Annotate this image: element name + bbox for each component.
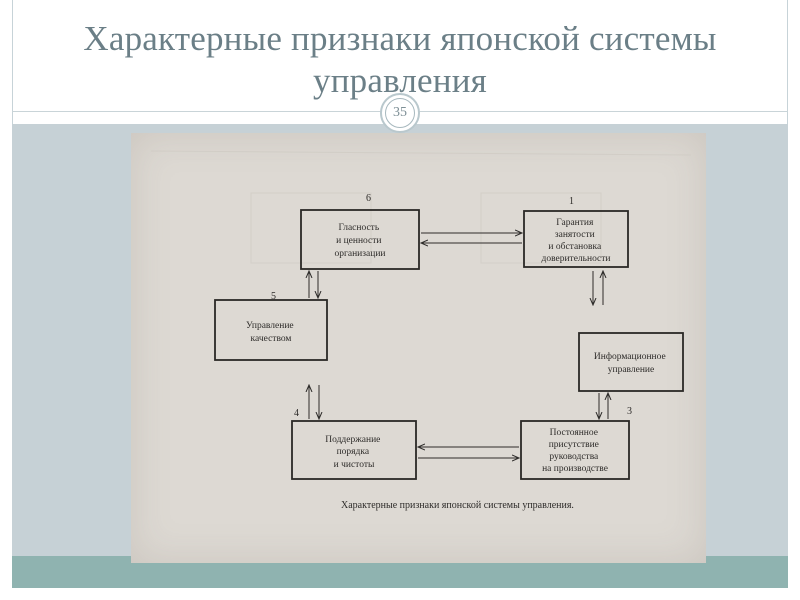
box-glasnost-line-3: организации xyxy=(334,249,385,259)
arrows-6-1 xyxy=(421,233,522,243)
arrows-3-4 xyxy=(418,447,519,458)
box-information-management xyxy=(578,332,684,392)
box-quality-management xyxy=(214,299,328,361)
slide-title: Характерные признаки японской системы уп… xyxy=(83,19,717,100)
label-number-4: 4 xyxy=(294,408,299,419)
box-quality-line-1: Управление xyxy=(246,321,294,331)
box-employment-guarantee xyxy=(523,210,629,268)
label-number-1: 1 xyxy=(569,196,574,207)
box-management-presence-text: Постоянное присутствие руководства на пр… xyxy=(542,428,608,474)
box-employment-line-4: доверительности xyxy=(541,254,610,264)
box-glasnost-line-2: и ценности xyxy=(336,236,381,246)
label-number-6: 6 xyxy=(366,193,371,204)
box-glasnost-text: Гласность и ценности организации xyxy=(334,223,385,259)
box-presence-line-2: присутствие xyxy=(549,440,599,450)
box-glasnost xyxy=(300,209,420,270)
box-employment-line-2: занятости xyxy=(555,230,595,240)
box-order-line-2: порядка xyxy=(337,447,370,457)
box-order-cleanliness-text: Поддержание порядка и чистоты xyxy=(325,435,383,470)
box-information-management-text: Информационное управление xyxy=(594,351,668,375)
box-presence-line-1: Постоянное xyxy=(550,428,598,438)
label-number-3: 3 xyxy=(627,406,632,417)
box-information-line-2: управление xyxy=(608,365,655,375)
box-management-presence xyxy=(520,420,630,480)
diagram-caption: Характерные признаки японской системы уп… xyxy=(341,500,574,511)
paper-show-through xyxy=(150,150,692,264)
arrows-1-info xyxy=(593,271,603,305)
box-presence-line-3: руководства xyxy=(549,452,599,462)
arrows-5-6 xyxy=(309,271,318,298)
box-employment-line-3: и обстановка xyxy=(548,241,602,252)
diagram-svg: Гласность и ценности организации Гаранти… xyxy=(150,150,692,511)
box-order-cleanliness xyxy=(291,420,417,480)
page-number-badge: 35 xyxy=(380,93,420,133)
box-quality-line-2: качеством xyxy=(251,334,292,344)
label-number-5: 5 xyxy=(271,291,276,302)
arrows-info-3 xyxy=(599,393,608,419)
box-quality-management-text: Управление качеством xyxy=(246,321,296,344)
diagram-photo: Гласность и ценности организации Гаранти… xyxy=(131,133,706,563)
arrows-4-5 xyxy=(309,385,319,419)
box-order-line-1: Поддержание xyxy=(325,435,380,445)
box-glasnost-line-1: Гласность xyxy=(338,223,379,233)
box-presence-line-4: на производстве xyxy=(542,464,608,474)
box-information-line-1: Информационное xyxy=(594,351,666,362)
box-employment-line-1: Гарантия xyxy=(556,218,594,228)
box-order-line-3: и чистоты xyxy=(334,460,375,470)
page-number: 35 xyxy=(385,98,415,128)
box-employment-guarantee-text: Гарантия занятости и обстановка доверите… xyxy=(541,218,610,264)
